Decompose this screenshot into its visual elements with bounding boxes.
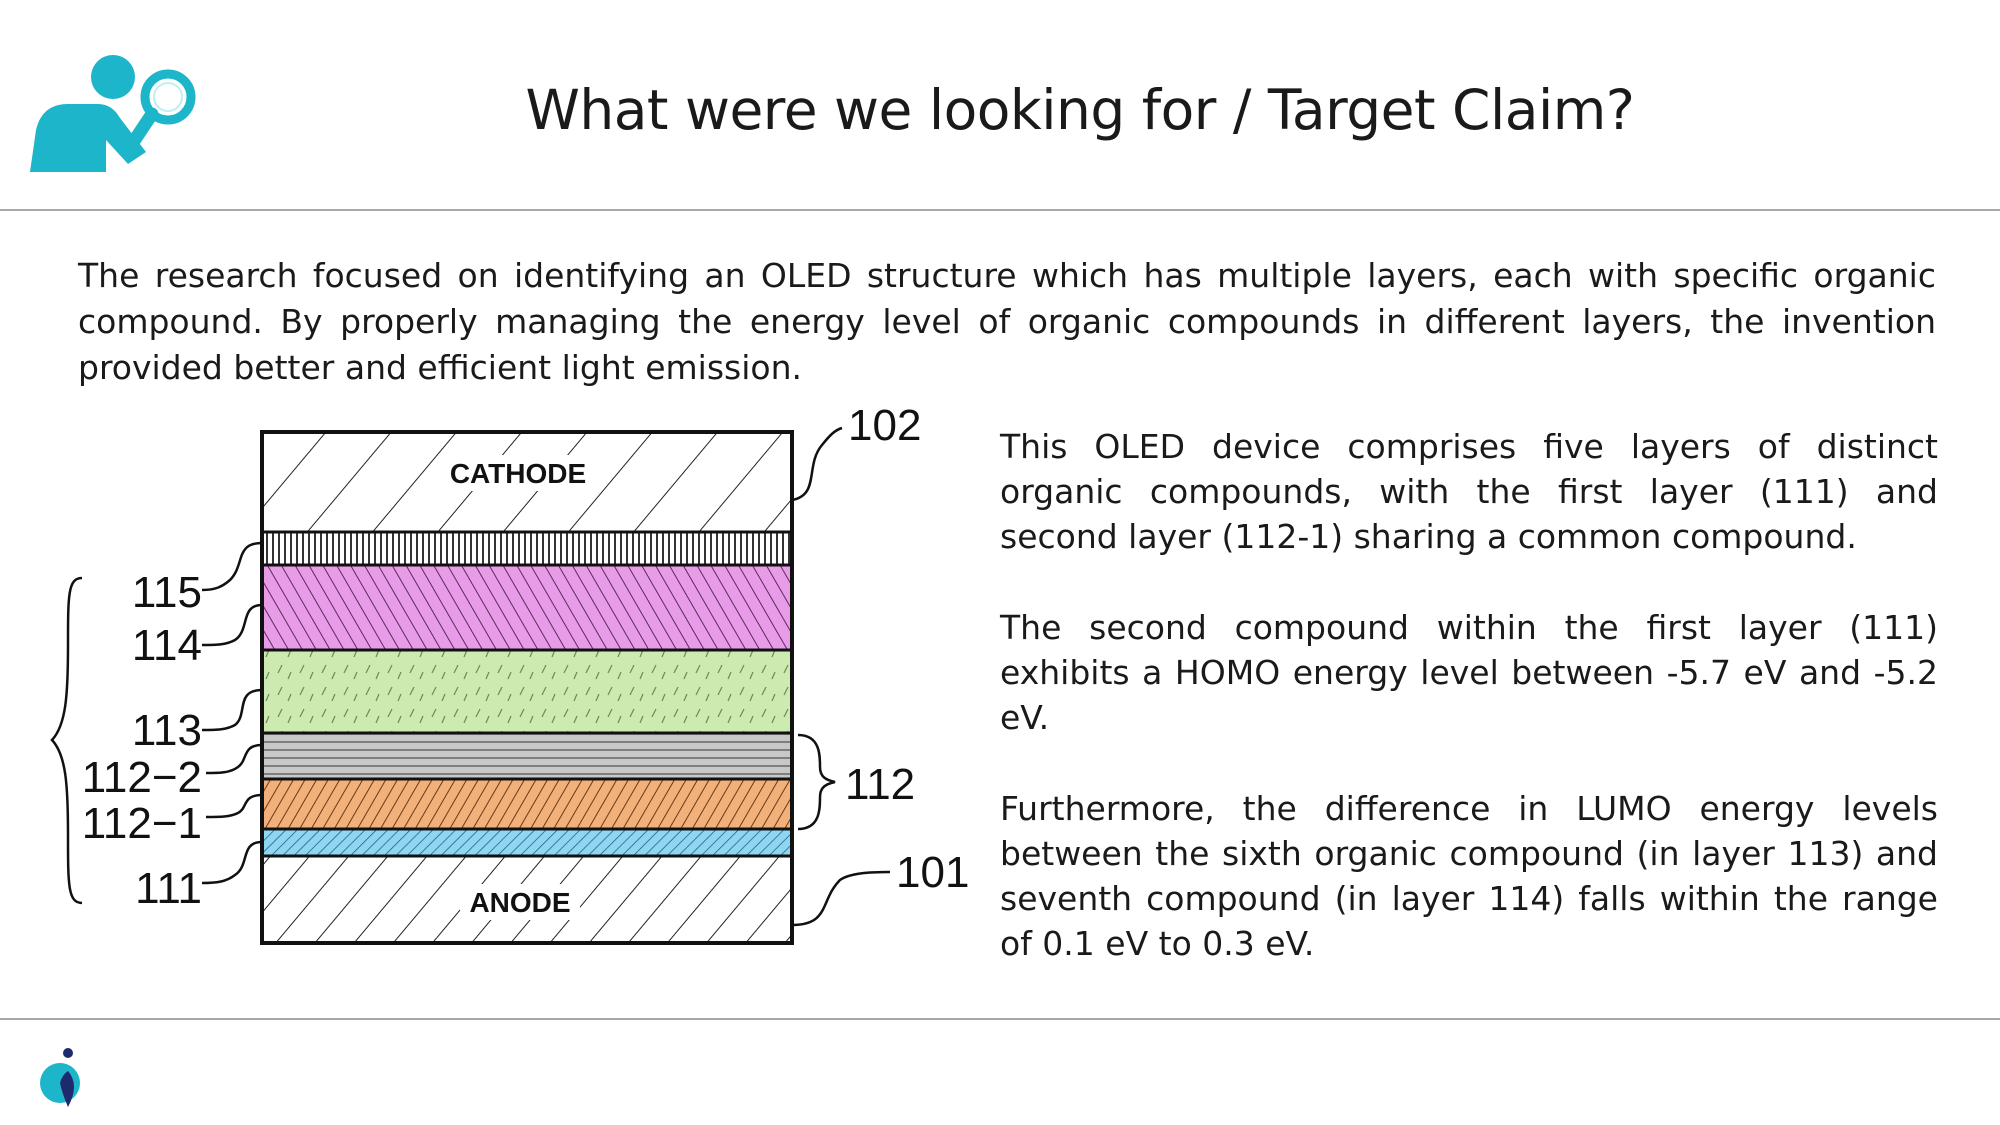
anode-label: ANODE <box>469 887 570 918</box>
layer-112-2 <box>262 733 792 779</box>
oled-layer-diagram: CATHODE ANODE 102 101 112 115 114 113 11… <box>50 401 969 945</box>
ref-112-2: 112−2 <box>82 753 202 802</box>
layer-113 <box>262 650 792 733</box>
footer-divider <box>0 1018 2000 1020</box>
layer-112-1 <box>262 779 792 829</box>
cathode-label: CATHODE <box>450 458 586 489</box>
claim-paragraph: Furthermore, the difference in LUMO ener… <box>1000 789 1938 963</box>
brand-logo-icon <box>40 1048 80 1107</box>
claims-panel: This OLED device comprises five layers o… <box>1000 424 1938 1012</box>
ref-112-1: 112−1 <box>82 799 202 848</box>
ref-101: 101 <box>896 848 969 897</box>
header-divider <box>0 209 2000 211</box>
ref-112: 112 <box>845 760 915 809</box>
layer-111 <box>262 829 792 856</box>
page-title: What were we looking for / Target Claim? <box>525 78 1635 142</box>
intro-paragraph: The research focused on identifying an O… <box>78 256 1936 387</box>
claim-paragraph: The second compound within the first lay… <box>1000 608 1938 737</box>
layer-114 <box>262 565 792 650</box>
ref-115: 115 <box>132 568 202 617</box>
claim-paragraph: This OLED device comprises five layers o… <box>1000 427 1938 556</box>
ref-113: 113 <box>132 706 202 755</box>
layer-115 <box>262 532 792 565</box>
ref-102: 102 <box>848 401 921 450</box>
person-magnifier-icon <box>30 55 196 172</box>
ref-114: 114 <box>132 621 202 670</box>
ref-111: 111 <box>135 864 202 913</box>
